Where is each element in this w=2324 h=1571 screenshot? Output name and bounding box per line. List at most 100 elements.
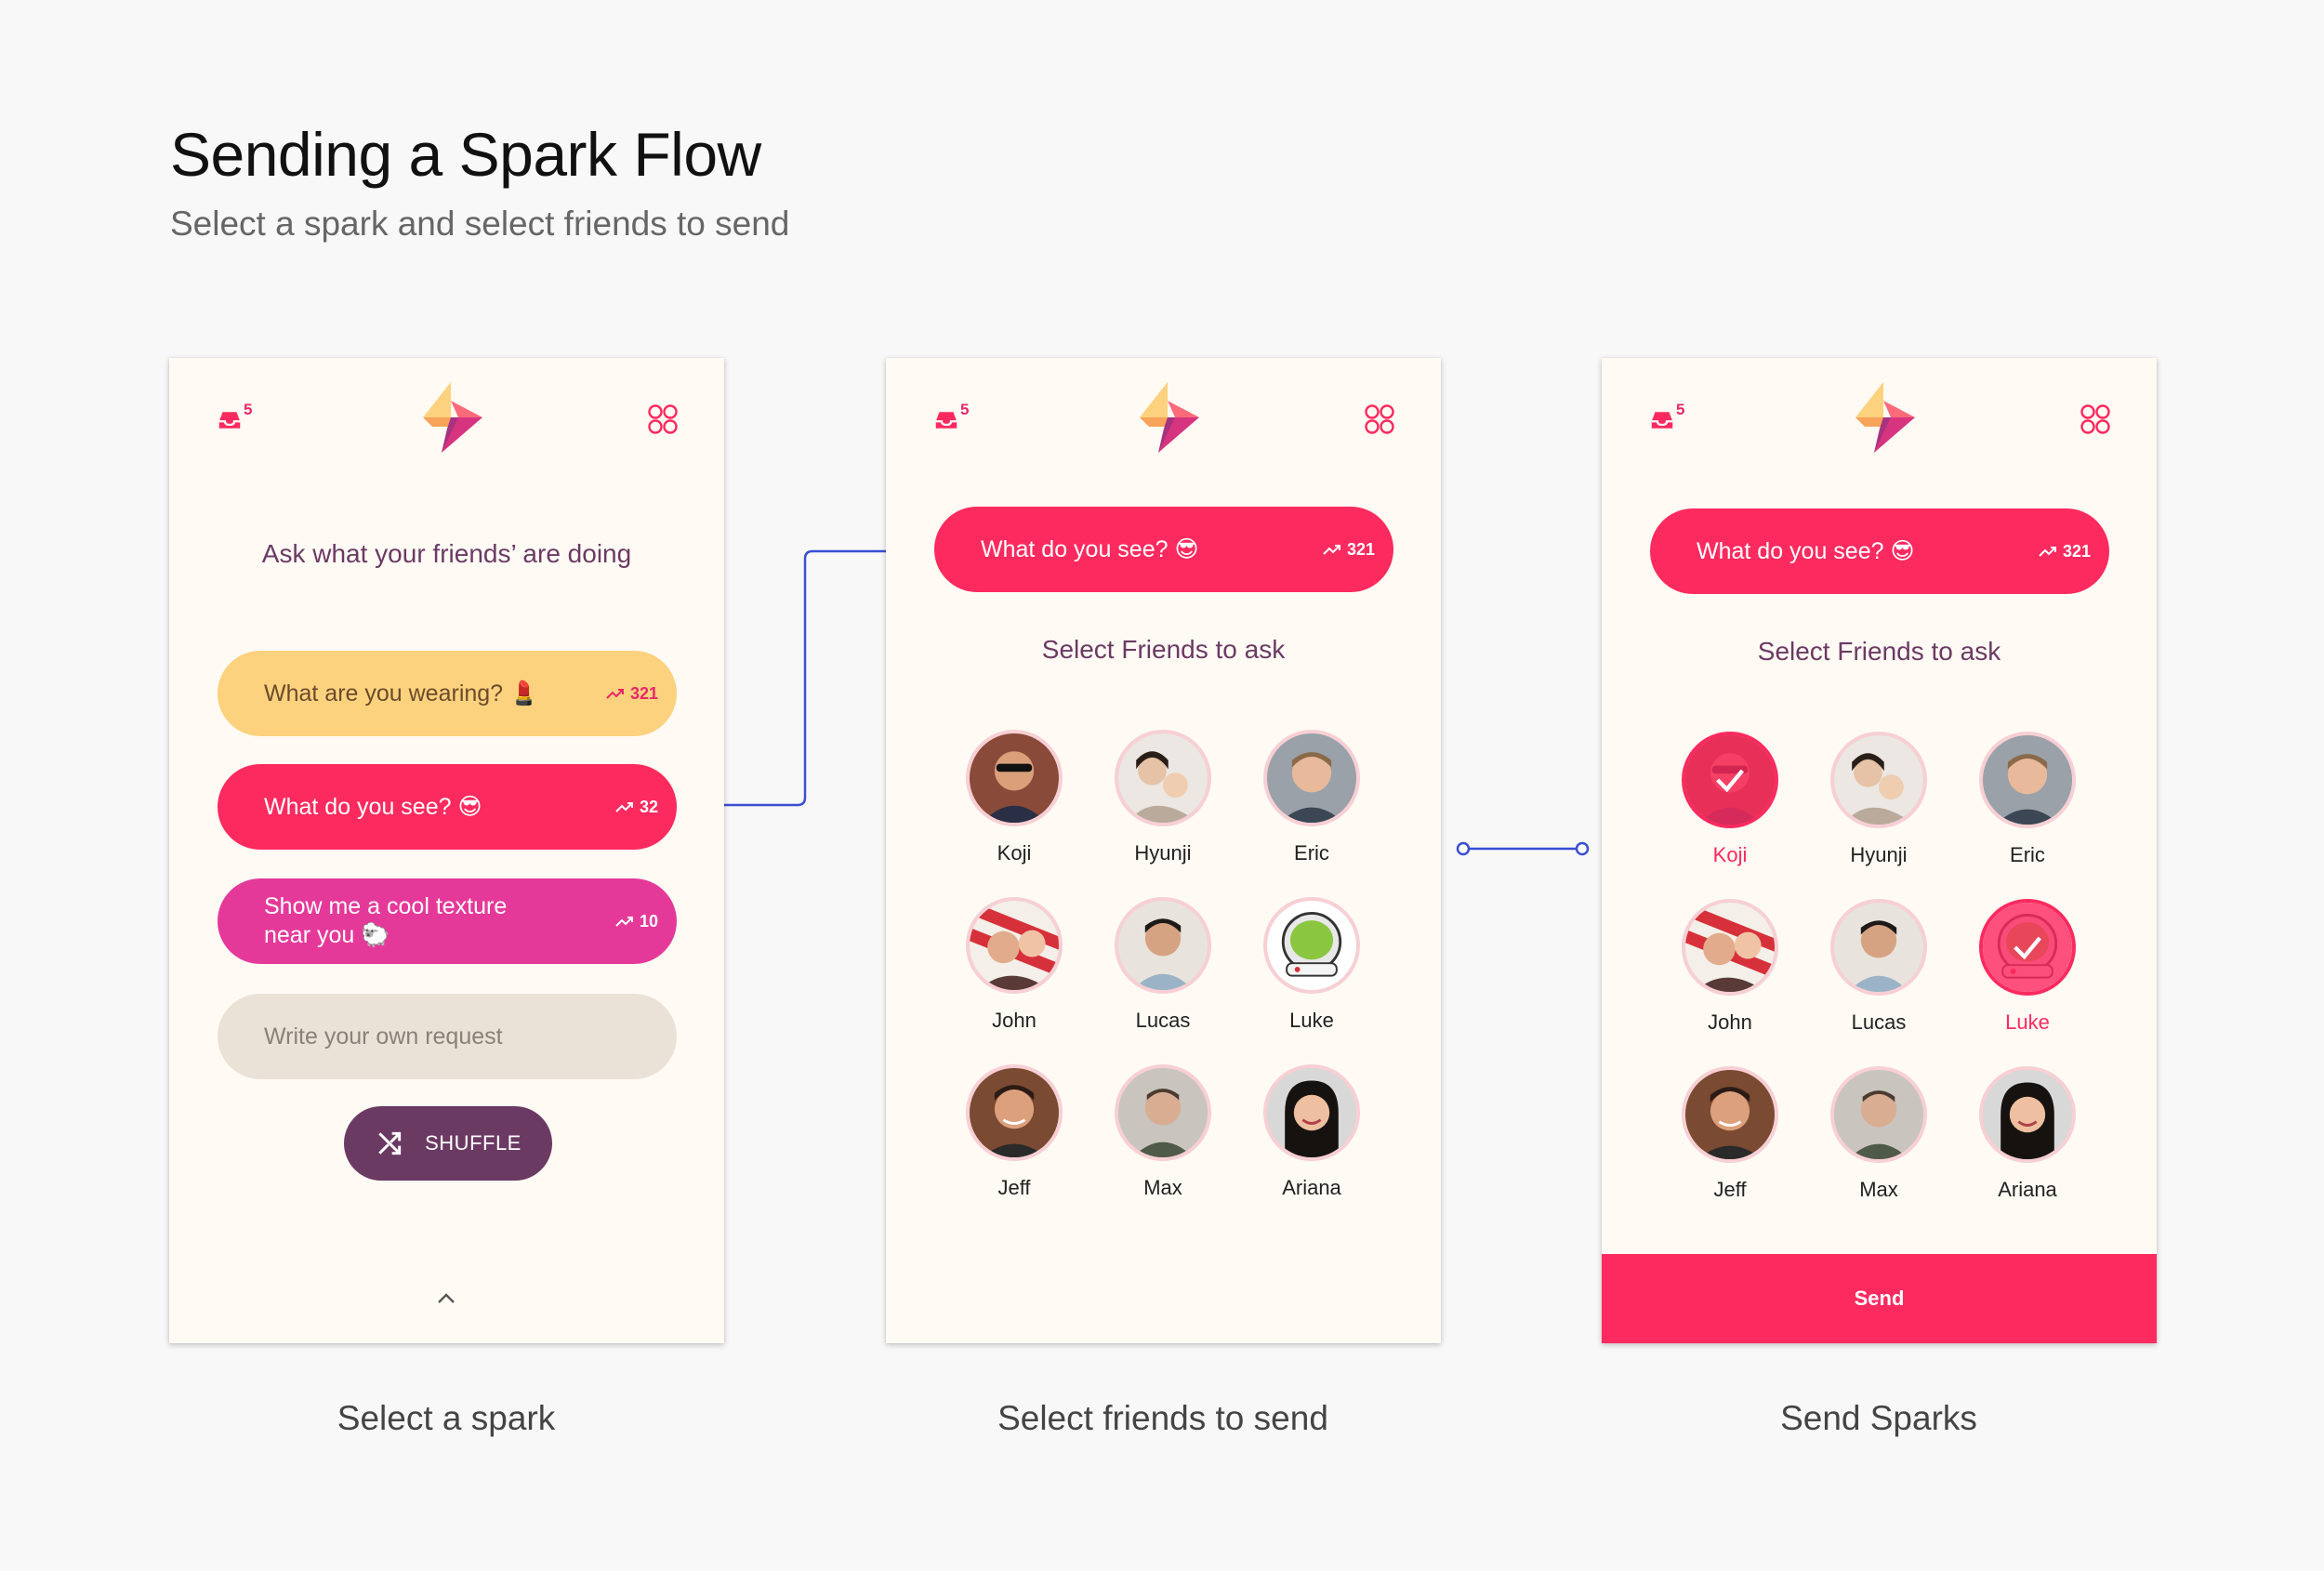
spark-trend-count: 32 — [639, 797, 658, 816]
screen-send-sparks: 5 What do you see? 😎 321 Select Friends … — [1602, 358, 2157, 1343]
apps-grid-icon[interactable] — [1363, 403, 1396, 436]
friend-name: Max — [1143, 1176, 1182, 1199]
screen3-heading: Select Friends to ask — [1757, 637, 2001, 666]
check-icon — [1716, 769, 1744, 793]
friend-name: Luke — [1289, 1009, 1334, 1032]
friend-name: Hyunji — [1850, 843, 1908, 866]
page-subtitle: Select a spark and select friends to sen… — [170, 205, 790, 243]
friend-name: John — [1708, 1010, 1752, 1034]
shuffle-icon — [378, 1131, 402, 1155]
friend-jeff[interactable]: Jeff — [1656, 1066, 1804, 1202]
custom-request-input[interactable]: Write your own request — [218, 994, 677, 1079]
screen-select-spark: 5 Ask what your friends’ are doing What … — [169, 358, 724, 1343]
friend-lucas[interactable]: Lucas — [1804, 899, 1953, 1035]
apps-grid-icon[interactable] — [2079, 403, 2112, 436]
friend-name: Lucas — [1135, 1009, 1191, 1032]
caption-send-sparks: Send Sparks — [1780, 1399, 1977, 1437]
friend-koji[interactable]: Koji — [1656, 732, 1804, 867]
spark-trend: 321 — [606, 684, 658, 704]
spark-option-texture[interactable]: Show me a cool texture near you 🐑 10 — [218, 878, 677, 964]
selected-spark[interactable]: What do you see? 😎 321 — [1650, 508, 2109, 594]
friend-name: Hyunji — [1134, 841, 1192, 865]
inbox-badge: 5 — [1676, 401, 1685, 418]
page-title: Sending a Spark Flow — [170, 120, 761, 189]
avatar — [966, 1064, 1063, 1161]
friend-koji[interactable]: Koji — [940, 730, 1089, 865]
spark-logo-icon — [1140, 382, 1199, 453]
spark-trend: 32 — [615, 798, 658, 817]
friend-luke[interactable]: Luke — [1953, 899, 2102, 1035]
inbox-badge: 5 — [960, 401, 970, 418]
spark-trend-count: 321 — [629, 683, 658, 703]
avatar — [1682, 1066, 1778, 1163]
screen2-heading: Select Friends to ask — [1041, 635, 1286, 664]
spark-logo-icon — [423, 382, 482, 453]
friend-name: John — [992, 1009, 1037, 1032]
spark-option-label: What are you wearing? 💄 — [264, 680, 539, 706]
friend-ariana[interactable]: Ariana — [1953, 1066, 2102, 1202]
friends-grid: Koji Hyunji Eric John Lucas Luke Jeff M — [940, 730, 1386, 1200]
avatar — [1979, 1066, 2076, 1163]
friend-eric[interactable]: Eric — [1237, 730, 1386, 865]
selected-spark[interactable]: What do you see? 😎 321 — [934, 507, 1393, 592]
avatar — [1979, 899, 2076, 996]
spark-trend: 321 — [2039, 542, 2091, 561]
selected-overlay — [1983, 903, 2072, 992]
avatar — [966, 730, 1063, 826]
friend-eric[interactable]: Eric — [1953, 732, 2102, 867]
apps-grid-icon[interactable] — [646, 403, 680, 436]
selected-spark-label: What do you see? 😎 — [1697, 537, 1915, 564]
shuffle-button[interactable]: SHUFFLE — [344, 1106, 552, 1181]
friend-max[interactable]: Max — [1089, 1064, 1237, 1200]
spark-option-wearing[interactable]: What are you wearing? 💄 321 — [218, 651, 677, 736]
friend-ariana[interactable]: Ariana — [1237, 1064, 1386, 1200]
spark-trend-count: 321 — [2062, 541, 2091, 561]
friend-name: Eric — [1294, 841, 1329, 865]
avatar — [1830, 899, 1927, 996]
inbox-icon — [1651, 412, 1673, 429]
screen-select-friends: 5 What do you see? 😎 321 Select Friends … — [886, 358, 1441, 1343]
friend-jeff[interactable]: Jeff — [940, 1064, 1089, 1200]
friend-john[interactable]: John — [1656, 899, 1804, 1035]
friend-max[interactable]: Max — [1804, 1066, 1953, 1202]
inbox-icon — [218, 412, 241, 429]
trending-icon — [615, 802, 633, 812]
avatar — [1263, 1064, 1360, 1161]
chevron-up-icon[interactable] — [431, 1287, 461, 1310]
inbox-icon — [935, 412, 957, 429]
trending-icon — [606, 689, 624, 699]
avatar — [966, 897, 1063, 994]
friend-name: Jeff — [997, 1176, 1031, 1199]
friend-name: Luke — [2005, 1010, 2050, 1034]
friend-name: Koji — [1712, 843, 1748, 866]
avatar — [1115, 730, 1211, 826]
selected-overlay — [1685, 735, 1775, 825]
inbox-button[interactable]: 5 — [216, 401, 253, 440]
inbox-button[interactable]: 5 — [1648, 401, 1685, 440]
avatar — [1115, 897, 1211, 994]
friend-name: Eric — [2010, 843, 2045, 866]
spark-trend: 321 — [1323, 540, 1375, 560]
avatar — [1979, 732, 2076, 828]
friend-hyunji[interactable]: Hyunji — [1804, 732, 1953, 867]
send-button[interactable]: Send — [1602, 1254, 2157, 1343]
friend-luke[interactable]: Luke — [1237, 897, 1386, 1033]
spark-option-label: Show me a cool texture near you 🐑 — [264, 893, 508, 948]
inbox-button[interactable]: 5 — [932, 401, 970, 440]
spark-option-label: What do you see? 😎 — [264, 793, 482, 820]
spark-trend-count: 10 — [639, 911, 658, 931]
screen1-heading: Ask what your friends’ are doing — [261, 539, 632, 568]
friend-hyunji[interactable]: Hyunji — [1089, 730, 1237, 865]
avatar — [1830, 1066, 1927, 1163]
friend-name: Max — [1859, 1178, 1898, 1201]
spark-trend: 10 — [615, 912, 658, 931]
avatar — [1682, 732, 1778, 828]
friend-lucas[interactable]: Lucas — [1089, 897, 1237, 1033]
avatar — [1682, 899, 1778, 996]
custom-request-placeholder: Write your own request — [264, 1023, 503, 1050]
connector-dot-end-2 — [1575, 841, 1590, 856]
shuffle-label: SHUFFLE — [425, 1131, 522, 1155]
spark-option-see[interactable]: What do you see? 😎 32 — [218, 764, 677, 850]
friend-john[interactable]: John — [940, 897, 1089, 1033]
friends-grid: Koji Hyunji Eric John Lucas Luke Jeff — [1656, 732, 2102, 1202]
